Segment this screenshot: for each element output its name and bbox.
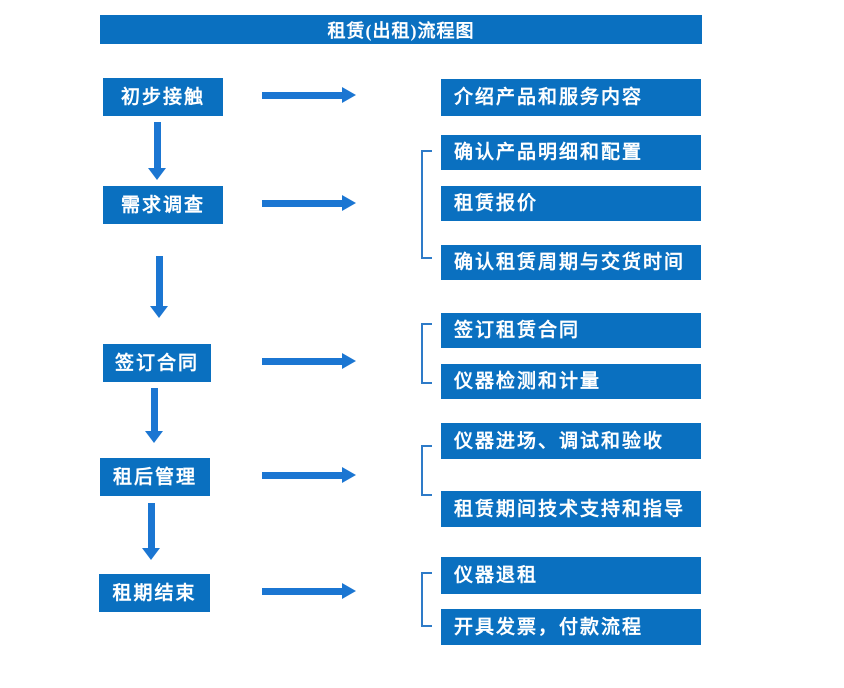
page-title: 租赁(出租)流程图	[327, 20, 475, 41]
detail-label: 租赁报价	[454, 193, 539, 214]
bracket-group-demand-survey	[421, 150, 432, 259]
arrow-right-icon-4	[262, 467, 356, 483]
detail-label: 开具发票，付款流程	[454, 616, 644, 638]
bracket-group-post-rental	[421, 445, 432, 496]
stage-demand-survey: 需求调查	[103, 186, 223, 224]
detail-technical-support-guidance: 租赁期间技术支持和指导	[441, 491, 701, 527]
stage-sign-contract: 签订合同	[103, 344, 211, 382]
stage-post-rental-management: 租后管理	[100, 458, 210, 496]
arrow-right-icon-3	[262, 353, 356, 369]
stage-initial-contact: 初步接触	[103, 78, 223, 116]
detail-instrument-entry-commissioning-acceptance: 仪器进场、调试和验收	[441, 423, 701, 459]
detail-label: 确认租赁周期与交货时间	[454, 252, 686, 273]
detail-label: 签订租赁合同	[454, 320, 581, 341]
bracket-group-rental-end	[421, 572, 432, 627]
detail-label: 仪器检测和计量	[454, 371, 602, 392]
detail-label: 仪器退租	[454, 565, 539, 586]
stage-label: 租期结束	[112, 582, 197, 604]
title-bar: 租赁(出租)流程图	[100, 15, 702, 44]
detail-rental-quotation: 租赁报价	[441, 186, 701, 221]
detail-label: 租赁期间技术支持和指导	[454, 498, 686, 520]
arrow-right-icon-1	[262, 87, 356, 103]
detail-confirm-product-details: 确认产品明细和配置	[441, 135, 701, 170]
detail-instrument-return: 仪器退租	[441, 557, 701, 594]
arrow-down-icon-3	[145, 388, 163, 443]
arrow-down-icon-4	[142, 503, 160, 560]
stage-label: 租后管理	[112, 466, 197, 488]
detail-label: 仪器进场、调试和验收	[454, 430, 665, 452]
detail-invoice-payment-process: 开具发票，付款流程	[441, 609, 701, 645]
detail-label: 介绍产品和服务内容	[454, 87, 644, 108]
detail-instrument-inspection-measurement: 仪器检测和计量	[441, 364, 701, 399]
detail-label: 确认产品明细和配置	[454, 142, 644, 163]
detail-sign-rental-contract: 签订租赁合同	[441, 313, 701, 348]
stage-label: 初步接触	[120, 86, 205, 108]
detail-confirm-rental-period-delivery: 确认租赁周期与交货时间	[441, 245, 701, 280]
detail-introduce-products-services: 介绍产品和服务内容	[441, 79, 701, 116]
bracket-group-sign-contract	[421, 323, 432, 384]
arrow-down-icon-2	[150, 256, 168, 318]
stage-label: 签订合同	[114, 352, 199, 374]
arrow-down-icon-1	[148, 122, 166, 180]
stage-label: 需求调查	[120, 194, 205, 216]
stage-rental-end: 租期结束	[99, 574, 210, 612]
arrow-right-icon-2	[262, 195, 356, 211]
arrow-right-icon-5	[262, 583, 356, 599]
